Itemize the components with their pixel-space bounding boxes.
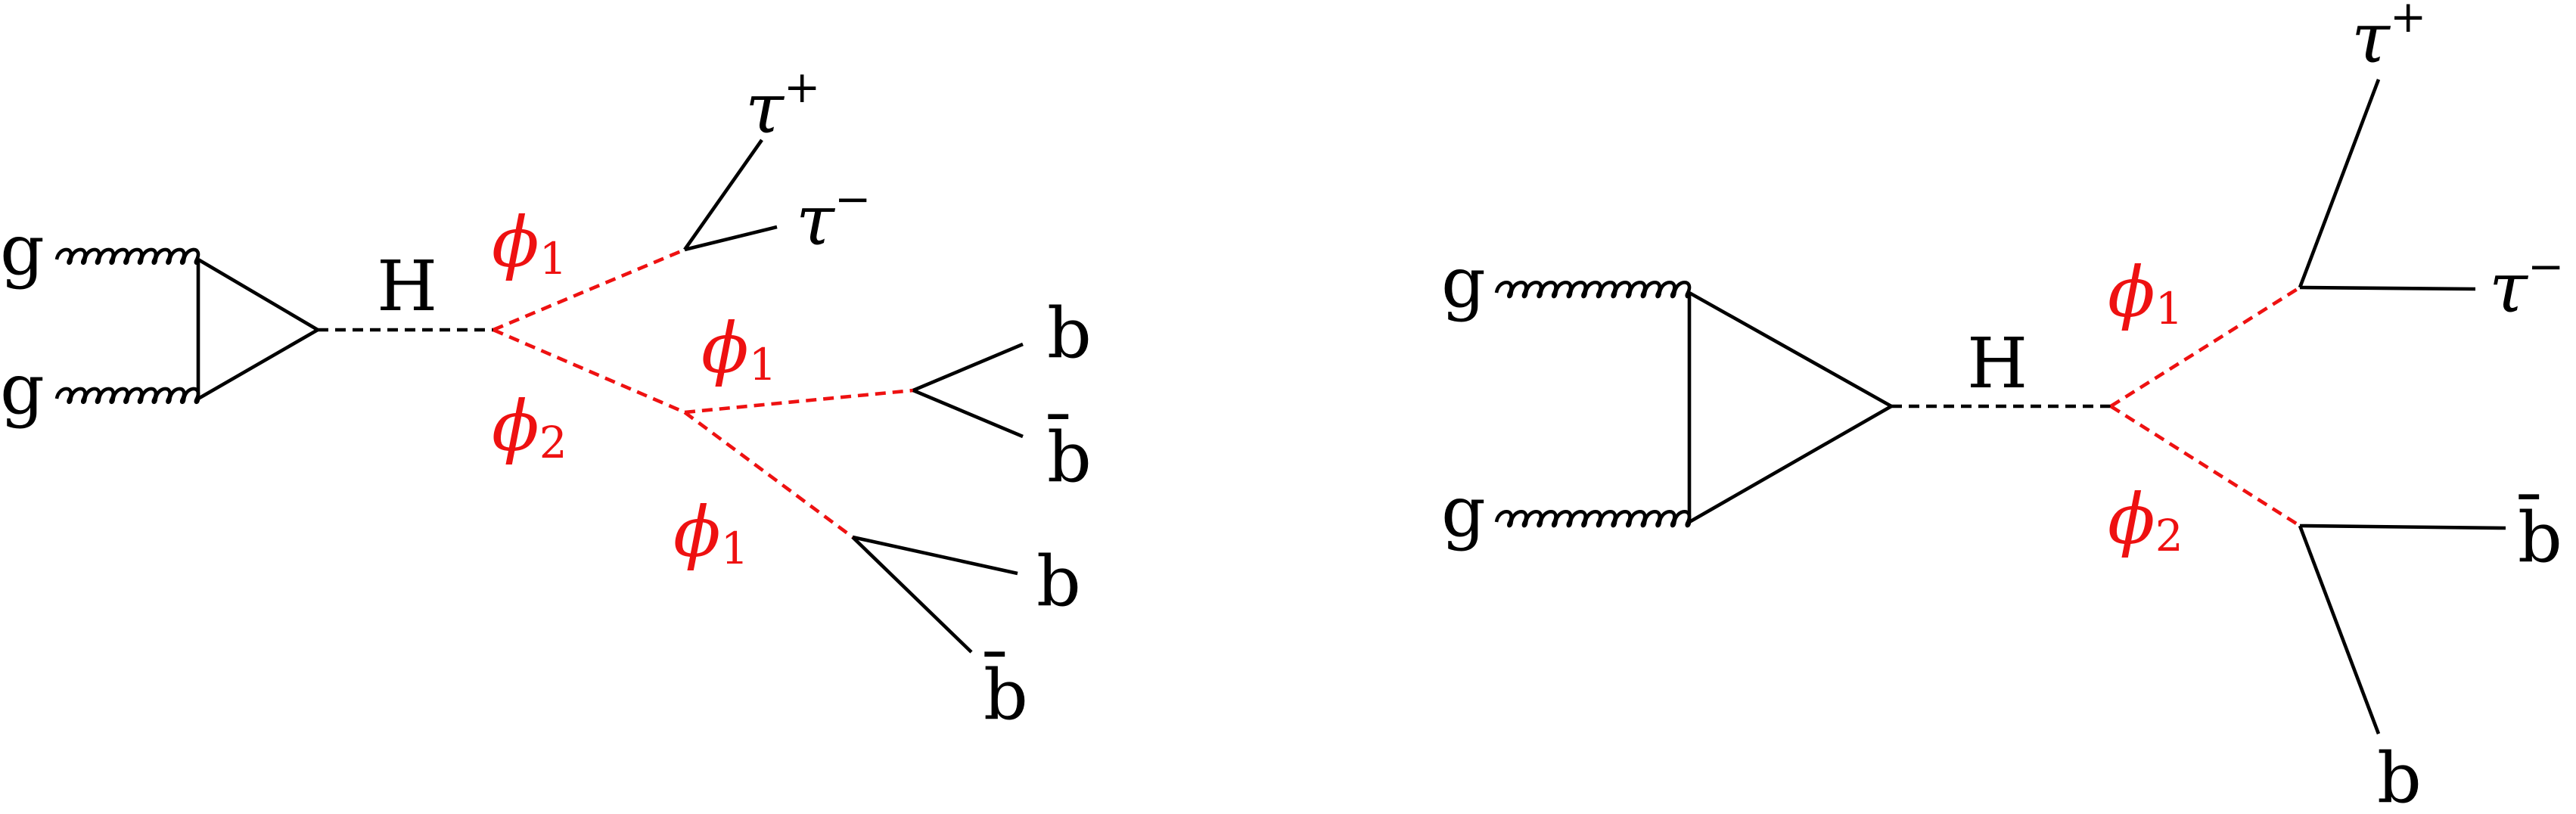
right-tau-minus-line bbox=[2299, 285, 2476, 291]
right-tau-plus-charge: + bbox=[2390, 0, 2427, 42]
right-bbar-line bbox=[2299, 524, 2506, 530]
left-phi1-to-b-vertex-upper bbox=[684, 388, 914, 415]
right-b-line bbox=[2298, 525, 2381, 735]
left-tau-plus-charge: + bbox=[784, 61, 821, 113]
right-tau-plus-line bbox=[2298, 79, 2381, 288]
left-higgs-label: H bbox=[377, 246, 437, 327]
left-phi-d-index: 1 bbox=[721, 523, 749, 574]
right-gluon-top-line bbox=[1494, 281, 1692, 299]
right-loop-triangle bbox=[1687, 290, 1895, 525]
right-phi-a-index: 1 bbox=[2155, 283, 2183, 334]
left-loop-triangle bbox=[196, 256, 322, 402]
left-b1-label: b bbox=[1047, 293, 1092, 374]
right-tau-plus-symbol: τ bbox=[2351, 0, 2391, 79]
left-b2-line bbox=[852, 535, 1018, 576]
right-bbar-label: b̄ bbox=[2518, 494, 2562, 578]
left-phi-c-label: ϕ1 bbox=[701, 308, 777, 390]
left-phi-d-label: ϕ1 bbox=[673, 492, 749, 574]
right-phi1-propagator bbox=[2109, 286, 2301, 408]
right-tau-minus-charge: − bbox=[2528, 241, 2565, 292]
left-tau-minus-symbol: τ bbox=[796, 180, 836, 261]
right-tau-minus-label: τ− bbox=[2489, 241, 2565, 328]
left-phi-b-index: 2 bbox=[539, 417, 567, 468]
right-gluon-bottom-label: g bbox=[1441, 471, 1486, 552]
left-bbar2-label: b̄ bbox=[983, 651, 1028, 735]
left-phi-d-symbol: ϕ bbox=[673, 492, 721, 573]
right-tau-plus-label: τ+ bbox=[2351, 0, 2427, 79]
right-b-label: b bbox=[2377, 738, 2422, 810]
left-tau-minus-label: τ− bbox=[796, 173, 872, 261]
left-bbar1-line bbox=[912, 388, 1024, 439]
right-phi-b-label: ϕ2 bbox=[2108, 479, 2183, 561]
left-phi-b-label: ϕ2 bbox=[492, 386, 567, 468]
left-bbar1-label: b̄ bbox=[1047, 414, 1092, 498]
diagram-right: g g H ϕ1 ϕ2 τ+ τ− b̄ b bbox=[1441, 0, 2565, 814]
right-higgs-label: H bbox=[1967, 323, 2028, 404]
right-phi2-propagator bbox=[2109, 405, 2301, 527]
left-gluon-bottom-label: g bbox=[0, 349, 45, 430]
right-phi-b-symbol: ϕ bbox=[2108, 479, 2155, 560]
left-phi-a-symbol: ϕ bbox=[492, 202, 539, 283]
left-bbar2-line bbox=[851, 536, 973, 654]
left-tau-minus-charge: − bbox=[834, 173, 872, 225]
left-phi-a-label: ϕ1 bbox=[492, 202, 567, 284]
left-phi-a-index: 1 bbox=[539, 233, 567, 284]
left-phi1-to-b-vertex-lower bbox=[683, 411, 854, 539]
left-tau-plus-line bbox=[683, 138, 763, 251]
right-gluon-bottom-line bbox=[1494, 510, 1692, 528]
right-phi-a-label: ϕ1 bbox=[2108, 252, 2183, 334]
right-gluon-top-label: g bbox=[1441, 242, 1486, 323]
left-tau-plus-label: τ+ bbox=[745, 61, 821, 149]
left-phi-c-symbol: ϕ bbox=[701, 308, 749, 389]
left-gluon-bottom-line bbox=[54, 387, 200, 405]
right-tau-minus-symbol: τ bbox=[2489, 247, 2529, 328]
left-gluon-top-line bbox=[54, 247, 200, 266]
left-tau-minus-line bbox=[684, 225, 778, 252]
left-phi-c-index: 1 bbox=[749, 339, 777, 390]
left-phi-b-symbol: ϕ bbox=[492, 386, 539, 467]
left-b1-line bbox=[912, 342, 1024, 393]
right-phi-a-symbol: ϕ bbox=[2108, 252, 2155, 333]
left-gluon-top-label: g bbox=[0, 210, 45, 290]
left-tau-plus-symbol: τ bbox=[745, 68, 785, 149]
left-b2-label: b bbox=[1036, 541, 1081, 622]
right-phi-b-index: 2 bbox=[2155, 510, 2183, 561]
diagram-left: g g H ϕ1 ϕ2 ϕ1 ϕ1 τ+ τ− b b̄ b b̄ bbox=[0, 61, 1092, 735]
